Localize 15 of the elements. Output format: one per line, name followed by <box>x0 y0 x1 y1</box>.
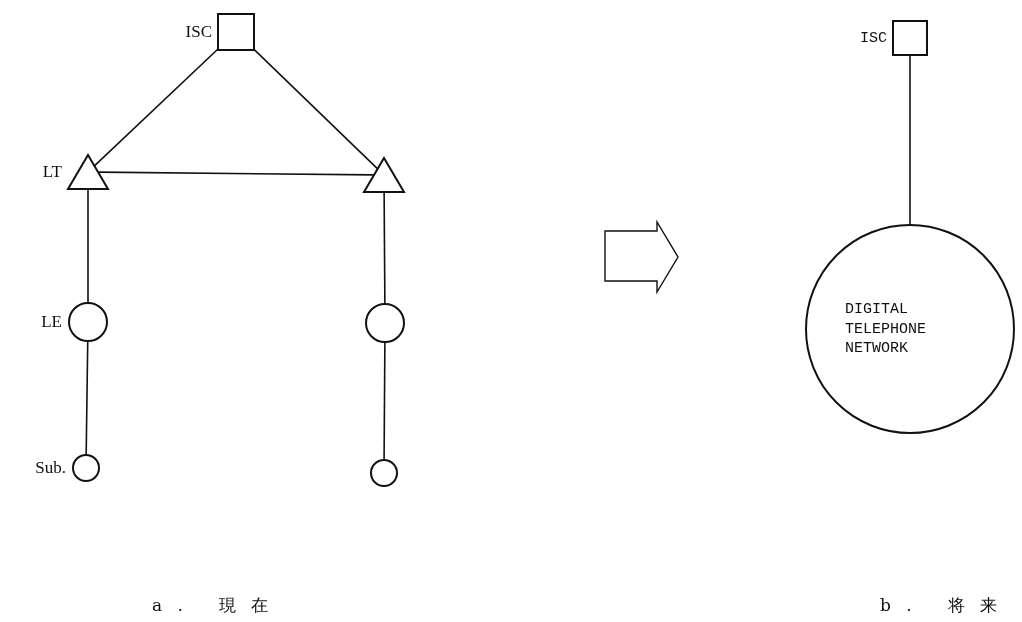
connector-line <box>383 342 386 460</box>
connector-line <box>383 191 386 304</box>
panel-caption: a. 現在 <box>152 594 284 617</box>
node-label: ISC <box>185 22 212 42</box>
connector-line <box>909 54 911 225</box>
connector-line <box>93 48 219 167</box>
node-label: LE <box>41 312 62 332</box>
connector-line <box>85 341 89 455</box>
node-label: ISC <box>860 29 887 47</box>
connector-line <box>253 48 379 170</box>
node-label: Sub. <box>35 458 66 478</box>
node-label: DIGITAL TELEPHONE NETWORK <box>845 299 927 359</box>
node-label: LT <box>42 162 62 182</box>
panel-caption: b. 将来 <box>880 594 1013 617</box>
connector-line <box>87 188 89 303</box>
